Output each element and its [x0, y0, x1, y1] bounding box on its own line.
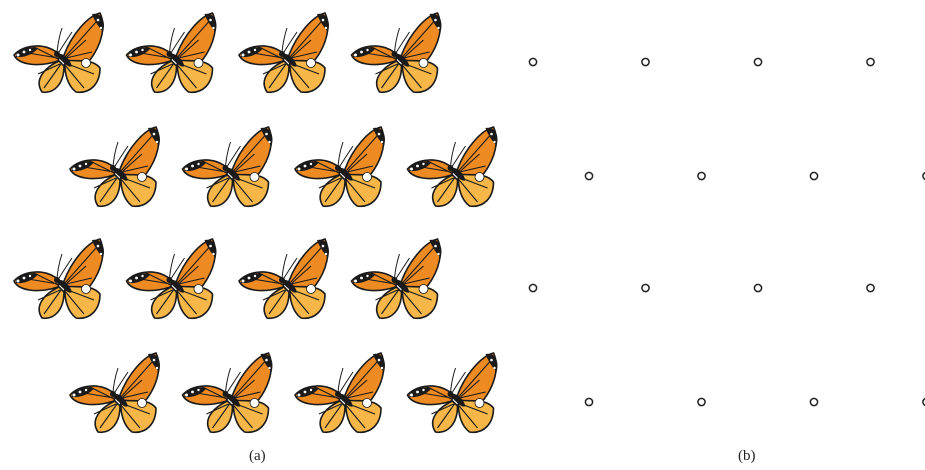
- lattice-point-icon: [810, 172, 817, 179]
- lattice-point-icon: [867, 58, 874, 65]
- monarch-butterfly-icon: [70, 353, 160, 432]
- lattice-point-icon: [642, 58, 649, 65]
- monarch-butterfly-icon: [295, 127, 385, 206]
- lattice-point-icon: [585, 398, 592, 405]
- lattice-point-icon: [529, 58, 536, 65]
- lattice-point-icon: [754, 284, 761, 291]
- lattice-point-icon: [698, 398, 705, 405]
- lattice-point-icon: [754, 58, 761, 65]
- panel-a-butterfly-lattice: [14, 13, 497, 432]
- monarch-butterfly-icon: [183, 127, 273, 206]
- lattice-point-icon: [810, 398, 817, 405]
- monarch-butterfly-icon: [127, 13, 217, 92]
- monarch-butterfly-icon: [352, 13, 442, 92]
- monarch-butterfly-icon: [408, 353, 498, 432]
- monarch-butterfly-icon: [14, 239, 104, 318]
- lattice-point-icon: [867, 284, 874, 291]
- monarch-butterfly-icon: [239, 13, 329, 92]
- lattice-point-icon: [642, 284, 649, 291]
- panel-b-caption: (b): [738, 448, 756, 465]
- monarch-butterfly-icon: [183, 353, 273, 432]
- monarch-butterfly-icon: [70, 127, 160, 206]
- lattice-point-icon: [529, 284, 536, 291]
- monarch-butterfly-icon: [127, 239, 217, 318]
- panel-a-caption: (a): [249, 448, 266, 465]
- monarch-butterfly-icon: [408, 127, 498, 206]
- monarch-butterfly-icon: [239, 239, 329, 318]
- panel-b-point-lattice: [529, 58, 925, 405]
- lattice-point-icon: [698, 172, 705, 179]
- monarch-butterfly-icon: [352, 239, 442, 318]
- lattice-point-icon: [585, 172, 592, 179]
- monarch-butterfly-icon: [295, 353, 385, 432]
- monarch-butterfly-icon: [14, 13, 104, 92]
